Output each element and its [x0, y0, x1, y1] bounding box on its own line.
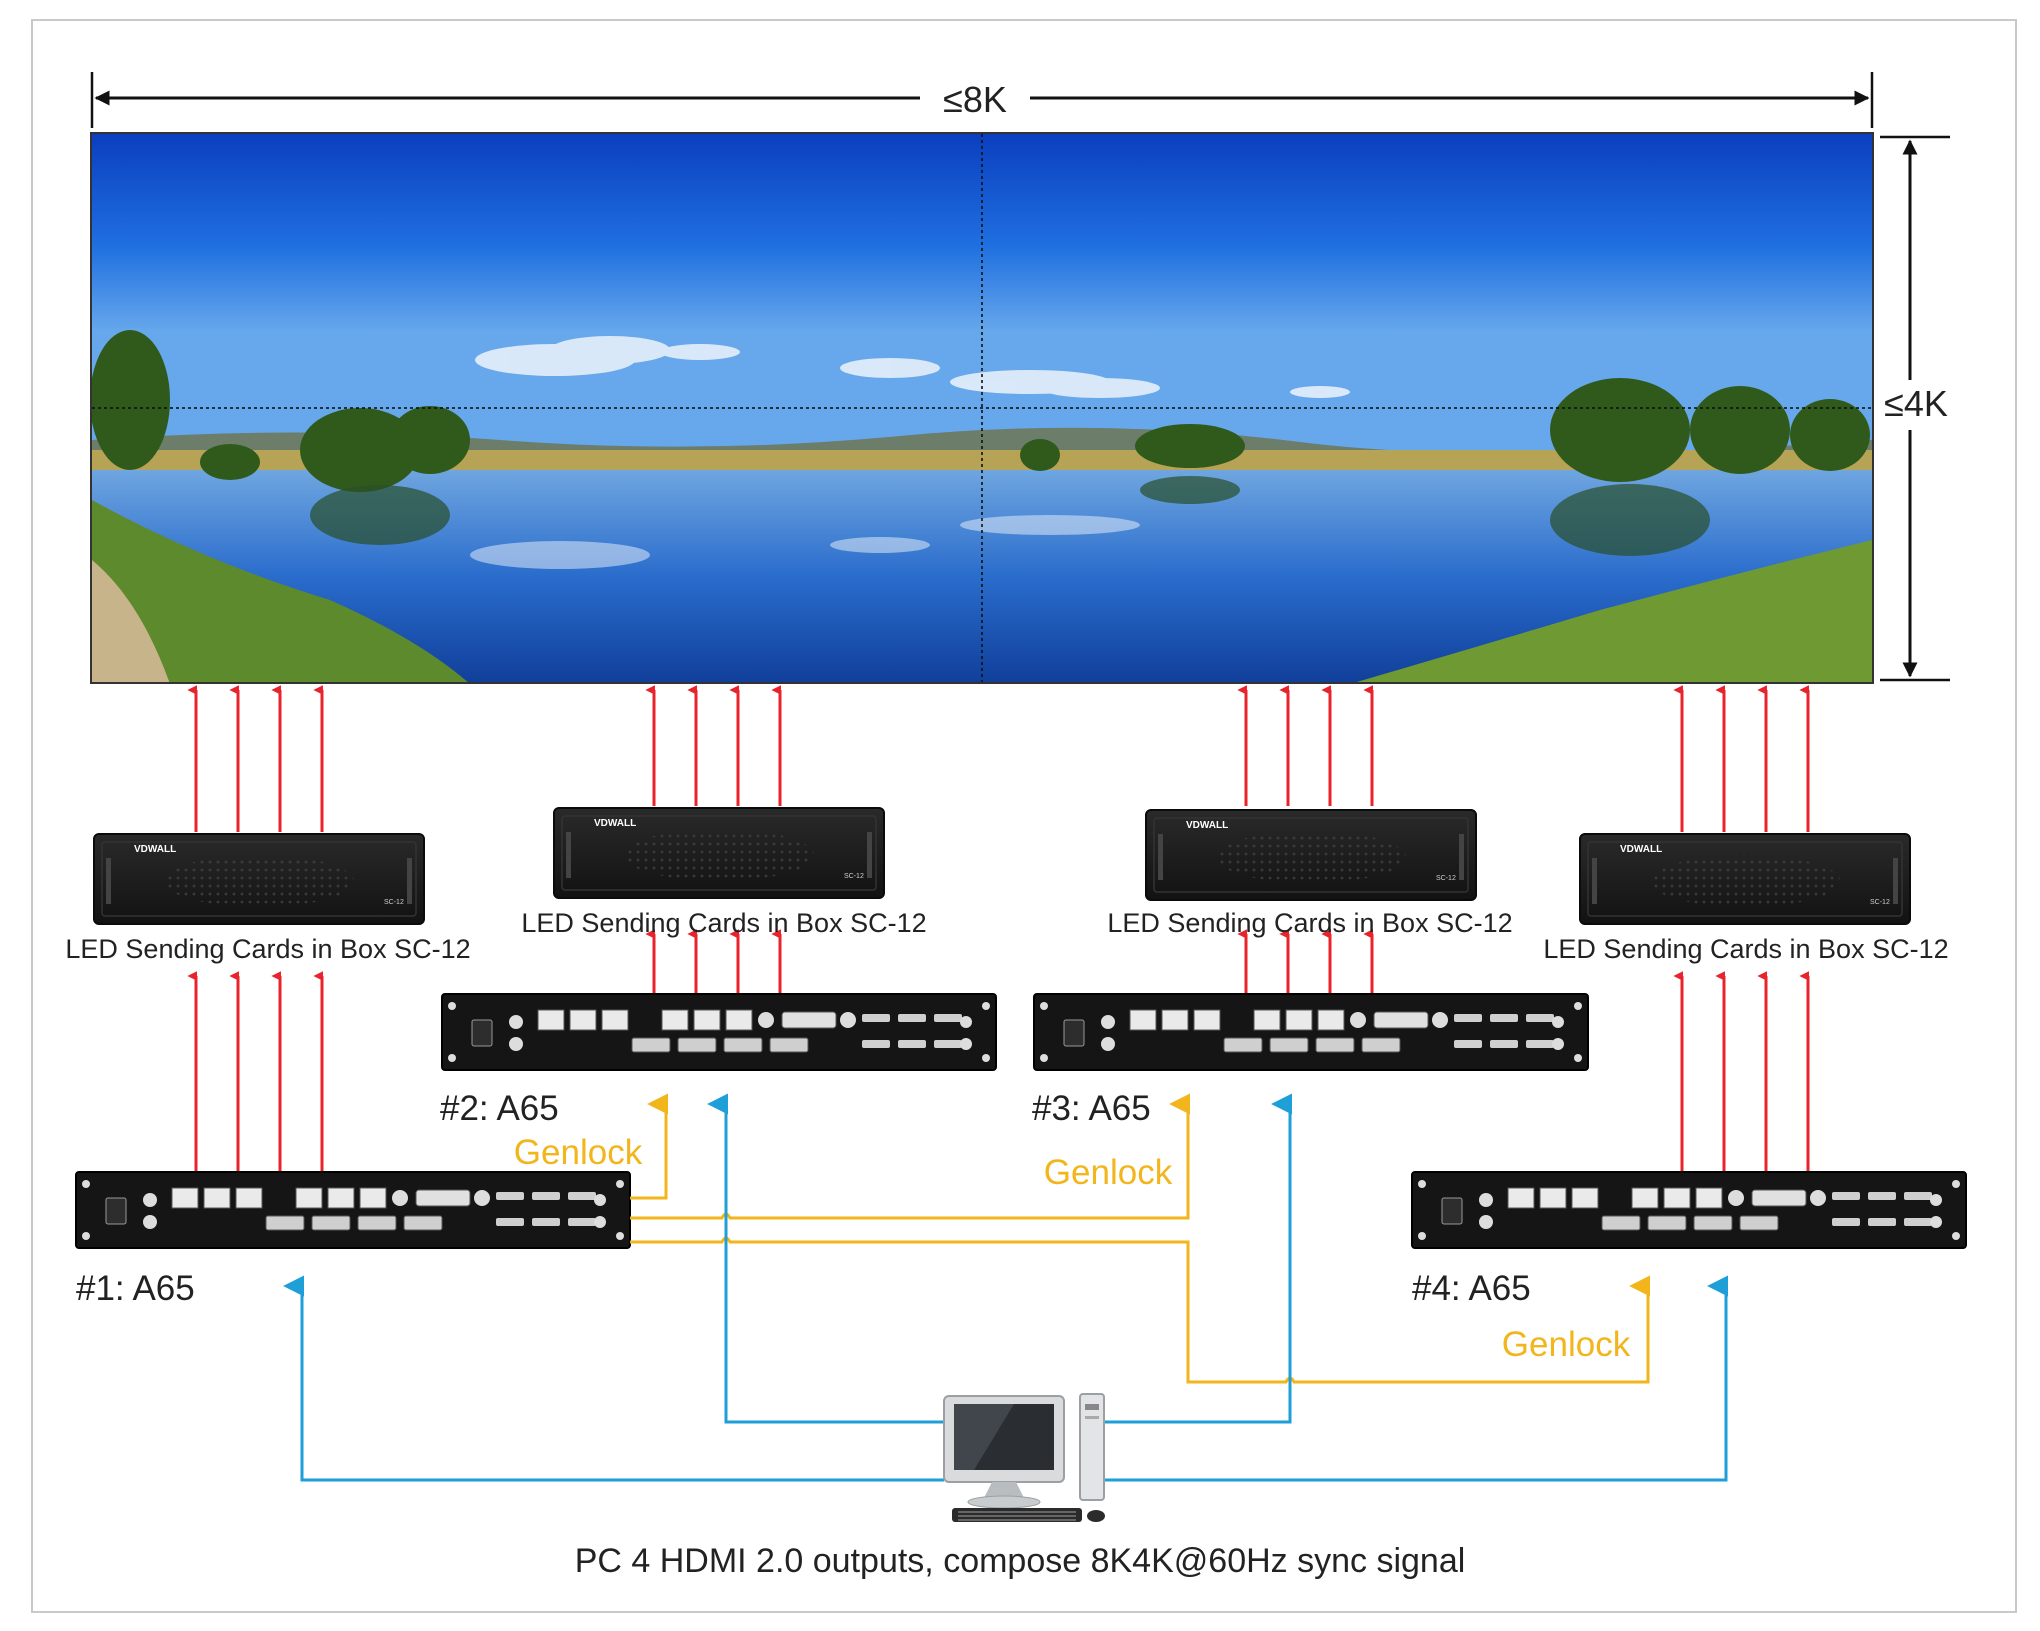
sending-box-3: VDWALL SC-12 — [1145, 809, 1477, 901]
genlock-label-2: Genlock — [1044, 1153, 1173, 1192]
processor-2 — [441, 993, 997, 1071]
width-label: ≤8K — [943, 79, 1007, 120]
desktop-computer-icon — [943, 1393, 1105, 1522]
caption: PC 4 HDMI 2.0 outputs, compose 8K4K@60Hz… — [575, 1542, 1466, 1580]
processor-4-label: #4: A65 — [1412, 1269, 1531, 1308]
processor-1 — [75, 1171, 631, 1249]
model-label: SC-12 — [1436, 875, 1456, 882]
processor-4 — [1411, 1171, 1967, 1249]
sending-box-4: VDWALL SC-12 — [1579, 833, 1911, 925]
height-dimension: ≤4K — [1880, 135, 1950, 682]
sending-box-2-label: LED Sending Cards in Box SC-12 — [521, 908, 926, 938]
sending-box-2: VDWALL SC-12 — [553, 807, 885, 899]
height-label: ≤4K — [1884, 383, 1948, 424]
model-label: SC-12 — [1870, 899, 1890, 906]
hdmi-lines — [283, 1093, 1729, 1482]
vdwall-logo: VDWALL — [134, 844, 176, 855]
vdwall-logo: VDWALL — [594, 818, 636, 829]
vdwall-logo: VDWALL — [1186, 820, 1228, 831]
sending-box-1-label: LED Sending Cards in Box SC-12 — [65, 934, 470, 964]
genlock-label-3: Genlock — [1502, 1325, 1631, 1364]
vdwall-logo: VDWALL — [1620, 844, 1662, 855]
processor-2-label: #2: A65 — [440, 1089, 559, 1128]
sending-box-1: VDWALL SC-12 — [93, 833, 425, 925]
width-dimension: ≤8K — [90, 72, 1874, 128]
model-label: SC-12 — [384, 899, 404, 906]
processor-3-label: #3: A65 — [1032, 1089, 1151, 1128]
processor-1-label: #1: A65 — [76, 1269, 195, 1308]
model-label: SC-12 — [844, 873, 864, 880]
ethernet-arrows — [187, 685, 1810, 1172]
processor-3 — [1033, 993, 1589, 1071]
sending-box-4-label: LED Sending Cards in Box SC-12 — [1543, 934, 1948, 964]
genlock-label-1: Genlock — [514, 1133, 643, 1172]
led-wall-display — [90, 132, 1874, 684]
sending-box-3-label: LED Sending Cards in Box SC-12 — [1107, 908, 1512, 938]
